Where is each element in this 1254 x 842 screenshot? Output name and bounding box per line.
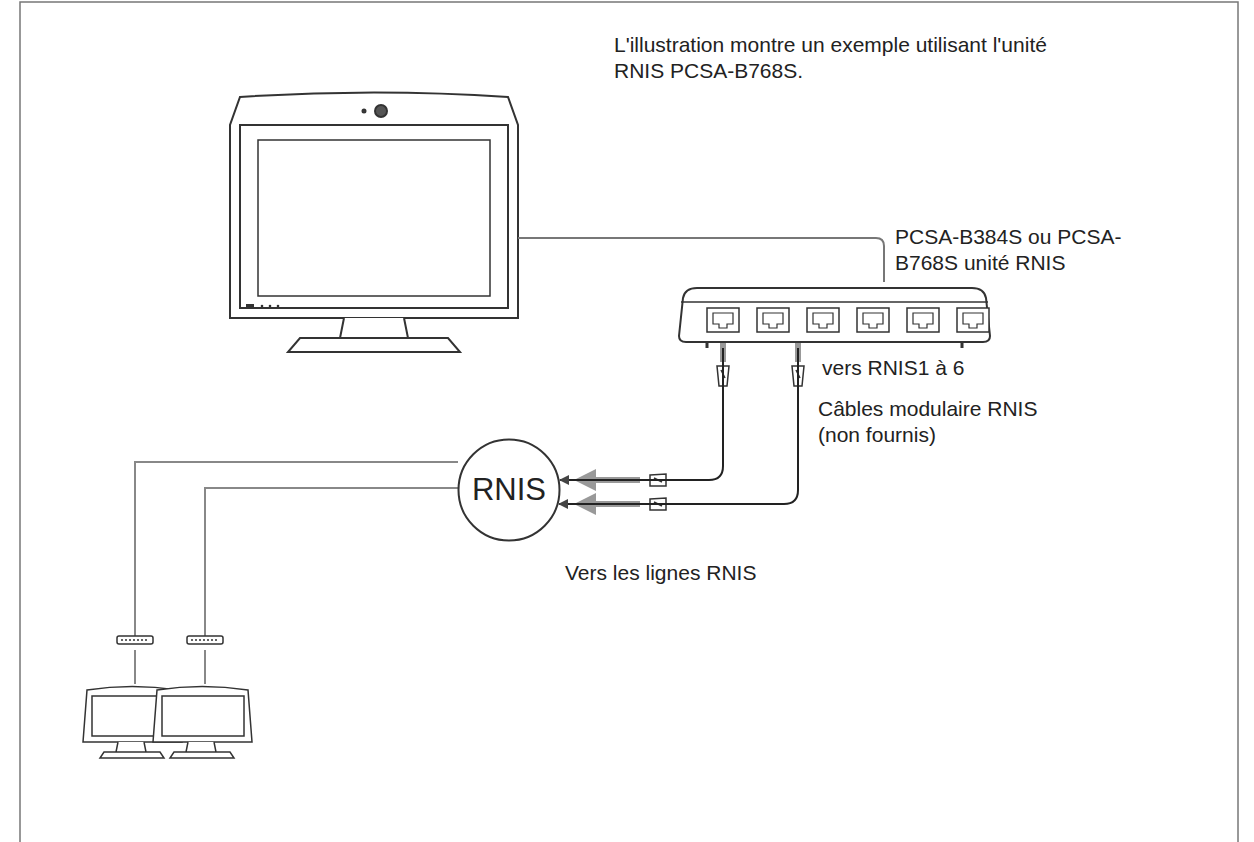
- main-monitor: [230, 93, 518, 353]
- main-monitor: [340, 318, 408, 338]
- isdn-line-wires: [134, 650, 136, 684]
- page-frame: [20, 2, 1238, 842]
- main-monitor: [269, 305, 272, 308]
- note-text: Vers les lignes RNIS: [565, 560, 865, 586]
- page-frame: [20, 2, 1238, 842]
- main-monitor: [363, 110, 366, 113]
- isdn-line-wires: [205, 488, 462, 636]
- main-monitor: [288, 338, 460, 352]
- isdn-cable: [559, 348, 798, 504]
- unit-heading: PCSA-B384S ou PCSA-B768S unité RNIS: [895, 224, 1145, 275]
- main-monitor: [261, 305, 264, 308]
- note-text: L'illustration montre un exemple utilisa…: [614, 32, 1094, 83]
- isdn-port: [713, 313, 733, 328]
- isdn-port: [963, 313, 983, 328]
- remote-monitor: [162, 696, 244, 736]
- remote-monitor: [83, 687, 252, 759]
- terminal-adapter: [121, 639, 219, 641]
- isdn-unit: PCSA-B384S ou PCSA-B768S unité RNIS: [677, 284, 992, 348]
- note-text: vers RNIS1 à 6: [822, 355, 1042, 381]
- network-name: RNIS: [457, 438, 561, 542]
- main-monitor: [277, 305, 280, 308]
- main-monitor: [240, 125, 508, 308]
- isdn-port: [707, 308, 739, 332]
- isdn-port: [913, 313, 933, 328]
- modular-plug: [650, 366, 804, 510]
- isdn-line-wires: [204, 650, 206, 684]
- main-monitor: [246, 304, 254, 307]
- isdn-port: [757, 308, 789, 332]
- isdn-port: [763, 313, 783, 328]
- isdn-cable: [560, 348, 723, 480]
- terminal-adapter: [117, 636, 223, 644]
- isdn-port: [863, 313, 883, 328]
- isdn-port: [813, 313, 833, 328]
- remote-monitor: [153, 687, 252, 743]
- main-monitor: [375, 105, 387, 117]
- unit-foot: [707, 342, 962, 348]
- main-monitor: [258, 140, 490, 296]
- isdn-port: [907, 308, 939, 332]
- remote-monitor: [100, 742, 164, 758]
- unit-edge: [681, 301, 988, 303]
- video-cable: [518, 238, 884, 282]
- insert-arrow: [574, 316, 809, 515]
- video-cable: [518, 238, 884, 282]
- unit-housing: [679, 288, 990, 342]
- main-monitor: [230, 93, 518, 319]
- isdn-line-wires: [135, 462, 462, 684]
- note-text: Câbles modulaire RNIS (non fournis): [818, 396, 1058, 447]
- isdn-port: [807, 308, 839, 332]
- unit-housing: [677, 284, 992, 348]
- network-circle: RNIS: [457, 438, 561, 542]
- isdn-port: [957, 308, 989, 332]
- remote-monitor: [170, 742, 234, 758]
- isdn-port: [857, 308, 889, 332]
